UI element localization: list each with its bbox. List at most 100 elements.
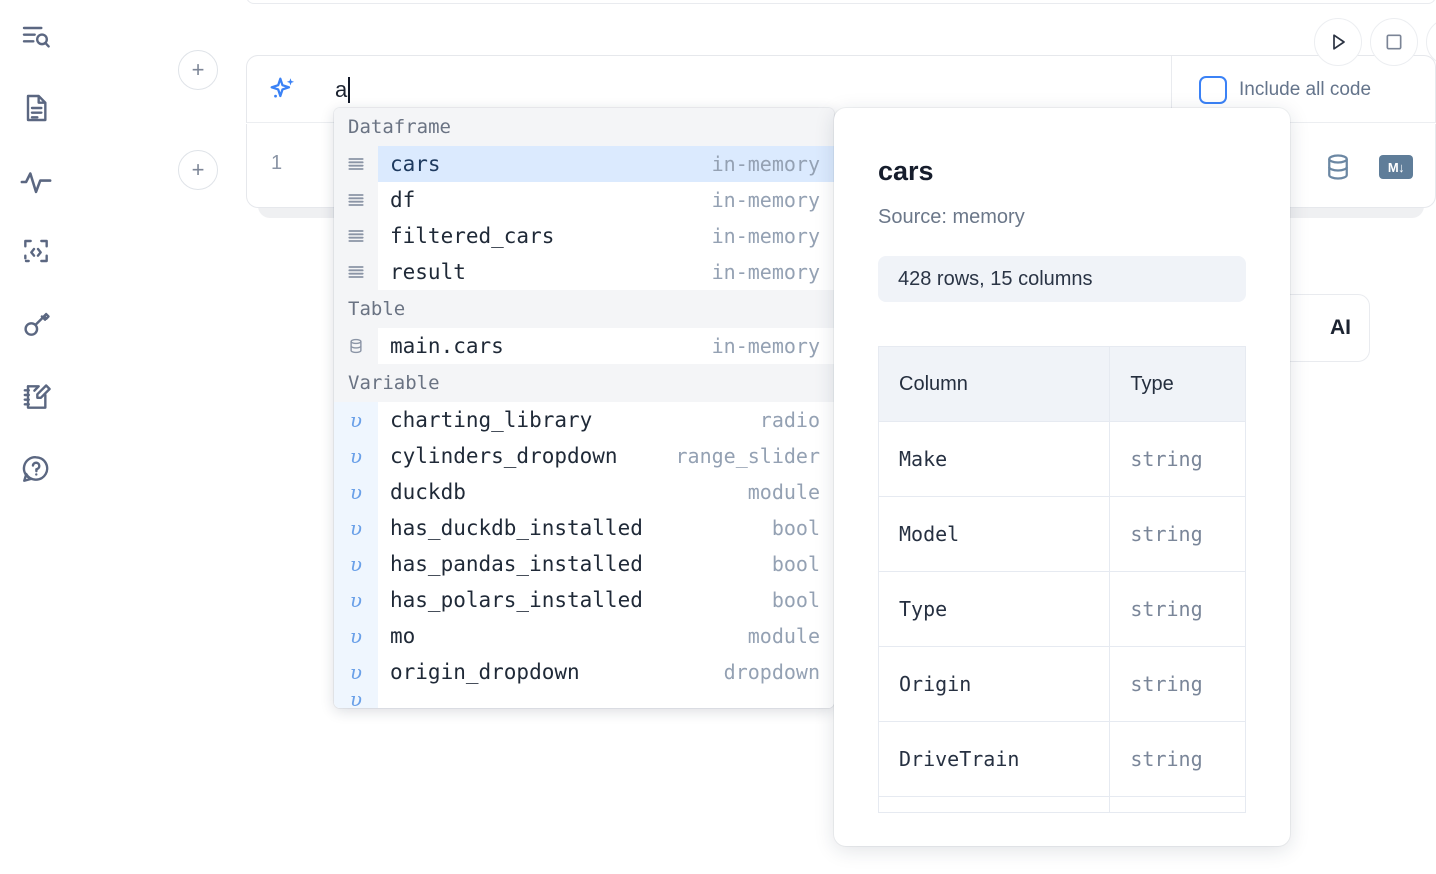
cell-column-name: Model <box>879 497 1111 571</box>
cell-column-name: DriveTrain <box>879 722 1111 796</box>
previous-cell-edge <box>246 0 1436 4</box>
autocomplete-item-name: has_pandas_installed <box>390 552 643 576</box>
table-row-clipped <box>878 797 1246 813</box>
markdown-icon[interactable]: M↓ <box>1379 155 1413 179</box>
autocomplete-item-origin-dropdown[interactable]: υ origin_dropdown dropdown <box>334 654 834 690</box>
dataframe-icon <box>334 254 378 290</box>
ai-prompt-input[interactable]: a <box>335 66 1165 114</box>
cell-action-icons: M↓ <box>1323 152 1413 182</box>
autocomplete-item-type: in-memory <box>711 152 820 176</box>
notebook-edit-icon[interactable] <box>14 375 58 419</box>
cell-column-name: Type <box>879 572 1111 646</box>
run-cell-button[interactable] <box>1314 18 1362 66</box>
autocomplete-item-df[interactable]: df in-memory <box>334 182 834 218</box>
include-all-code-checkbox[interactable] <box>1199 76 1227 104</box>
variable-icon: υ <box>334 438 378 474</box>
autocomplete-item-type: dropdown <box>723 660 820 684</box>
autocomplete-item-result[interactable]: result in-memory <box>334 254 834 290</box>
autocomplete-item-type: in-memory <box>711 224 820 248</box>
add-cell-button-bottom[interactable]: + <box>178 150 218 190</box>
autocomplete-item-clipped[interactable]: υ <box>334 690 834 708</box>
variable-icon: υ <box>334 690 378 708</box>
autocomplete-item-has-polars-installed[interactable]: υ has_polars_installed bool <box>334 582 834 618</box>
autocomplete-item-cylinders-dropdown[interactable]: υ cylinders_dropdown range_slider <box>334 438 834 474</box>
autocomplete-item-cars[interactable]: cars in-memory <box>334 146 834 182</box>
table-row: Model string <box>878 497 1246 572</box>
autocomplete-item-name: has_duckdb_installed <box>390 516 643 540</box>
autocomplete-item-has-duckdb-installed[interactable]: υ has_duckdb_installed bool <box>334 510 834 546</box>
autocomplete-item-type: in-memory <box>711 260 820 284</box>
autocomplete-item-has-pandas-installed[interactable]: υ has_pandas_installed bool <box>334 546 834 582</box>
toolbar-divider <box>1171 56 1172 124</box>
search-outline-icon[interactable] <box>14 14 58 58</box>
autocomplete-group-header: Variable <box>334 364 834 402</box>
cell-column-name: Origin <box>879 647 1111 721</box>
ai-prompt-value: a <box>335 77 348 102</box>
include-all-code-toggle[interactable]: Include all code <box>1199 76 1371 104</box>
table-row: Origin string <box>878 647 1246 722</box>
autocomplete-item-type: in-memory <box>711 188 820 212</box>
autocomplete-item-main-cars[interactable]: main.cars in-memory <box>334 328 834 364</box>
cell-column-name: Make <box>879 422 1111 496</box>
cell-column-type: string <box>1130 597 1203 621</box>
add-cell-button-top[interactable]: + <box>178 50 218 90</box>
autocomplete-item-name: charting_library <box>390 408 593 432</box>
autocomplete-item-type: range_slider <box>675 444 821 468</box>
autocomplete-item-type: module <box>747 480 820 504</box>
variable-icon: υ <box>334 402 378 438</box>
text-caret <box>348 77 351 103</box>
cell-column-type: string <box>1130 447 1203 471</box>
autocomplete-item-name: main.cars <box>390 334 504 358</box>
variable-icon: υ <box>334 654 378 690</box>
ai-sparkle-icon <box>267 74 299 106</box>
autocomplete-item-duckdb[interactable]: υ duckdb module <box>334 474 834 510</box>
autocomplete-item-name: filtered_cars <box>390 224 555 248</box>
autocomplete-item-name: has_polars_installed <box>390 588 643 612</box>
dataframe-icon <box>334 182 378 218</box>
autocomplete-item-name: cylinders_dropdown <box>390 444 618 468</box>
table-row: Make string <box>878 422 1246 497</box>
autocomplete-group-header: Dataframe <box>334 108 834 146</box>
key-icon[interactable] <box>14 303 58 347</box>
document-icon[interactable] <box>14 86 58 130</box>
doc-title: cars <box>878 156 934 186</box>
cell-column-type: string <box>1130 522 1203 546</box>
variable-icon: υ <box>334 510 378 546</box>
autocomplete-item-filtered-cars[interactable]: filtered_cars in-memory <box>334 218 834 254</box>
autocomplete-item-type: bool <box>771 588 820 612</box>
autocomplete-group-header: Table <box>334 290 834 328</box>
help-chat-icon[interactable] <box>14 447 58 491</box>
autocomplete-item-name: mo <box>390 624 416 648</box>
table-header-row: Column Type <box>878 346 1246 422</box>
code-line-number: 1 <box>271 152 283 174</box>
autocomplete-item-name: cars <box>390 152 441 176</box>
documentation-panel: cars Source: memory 428 rows, 15 columns… <box>834 108 1290 846</box>
activity-icon[interactable] <box>14 160 58 204</box>
autocomplete-item-name: origin_dropdown <box>390 660 580 684</box>
autocomplete-item-name: df <box>390 188 416 212</box>
embed-code-icon[interactable] <box>14 231 58 275</box>
table-database-icon <box>334 328 378 364</box>
variable-icon: υ <box>334 546 378 582</box>
column-header-column: Column <box>879 347 1111 421</box>
autocomplete-item-charting-library[interactable]: υ charting_library radio <box>334 402 834 438</box>
stop-cell-button[interactable] <box>1370 18 1418 66</box>
variable-icon: υ <box>334 582 378 618</box>
autocomplete-item-type: in-memory <box>711 334 820 358</box>
dataframe-icon <box>334 146 378 182</box>
database-icon[interactable] <box>1323 152 1353 182</box>
ai-action-label: AI <box>1330 316 1351 339</box>
autocomplete-item-mo[interactable]: υ mo module <box>334 618 834 654</box>
doc-shape-badge: 428 rows, 15 columns <box>878 256 1246 302</box>
autocomplete-item-type: module <box>747 624 820 648</box>
include-all-code-label: Include all code <box>1239 79 1372 100</box>
doc-source: Source: memory <box>878 206 1025 228</box>
autocomplete-item-name: result <box>390 260 466 284</box>
variable-icon: υ <box>334 618 378 654</box>
add-cell-plus-icon: + <box>191 157 205 182</box>
autocomplete-dropdown[interactable]: Dataframe cars in-memory df in-memory fi… <box>334 108 834 708</box>
autocomplete-item-name: duckdb <box>390 480 466 504</box>
table-row: Type string <box>878 572 1246 647</box>
table-row: DriveTrain string <box>878 722 1246 797</box>
